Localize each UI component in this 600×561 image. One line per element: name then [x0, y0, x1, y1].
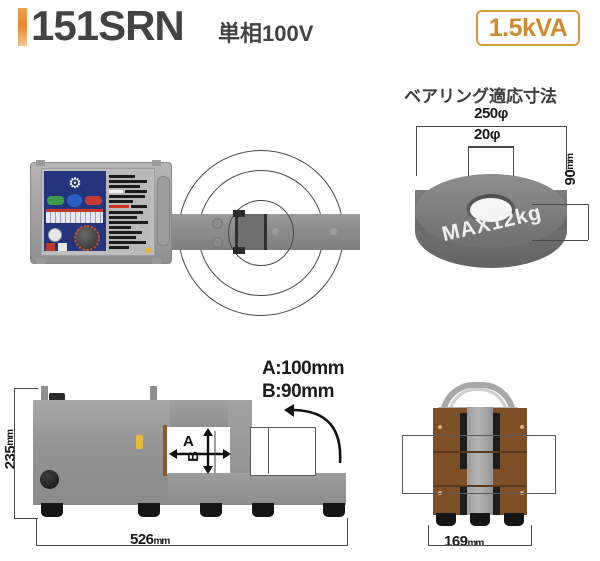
core-shadow-left-lower — [460, 485, 468, 515]
secondary-dial[interactable] — [48, 228, 62, 242]
indicator-red — [46, 243, 55, 251]
dimension-tick — [588, 204, 589, 240]
capacity-badge: 1.5kVA — [476, 10, 580, 46]
phase-label: 単相100V — [218, 21, 314, 46]
control-dial[interactable] — [74, 225, 100, 251]
dimension-line — [416, 126, 566, 127]
opening-a-label: A:100mm — [262, 358, 345, 379]
coil-seam — [433, 485, 527, 487]
work-opening — [167, 427, 230, 474]
opening-b-label: B:90mm — [262, 381, 334, 402]
spec-label-plate — [107, 171, 151, 251]
coil-rivet — [438, 425, 442, 429]
machine-lower-arm — [168, 473, 233, 505]
label-a: A — [183, 433, 194, 450]
rubber-foot — [41, 503, 63, 517]
machine-upper-arm — [170, 400, 230, 427]
workpiece-outline — [250, 427, 316, 476]
side-view-knob — [49, 393, 65, 403]
dimension-line — [428, 545, 532, 546]
bearing-outer-diameter-label: 250φ — [474, 105, 508, 122]
coil-rivet — [520, 425, 524, 429]
dimension-tick — [566, 126, 567, 176]
opening-edge — [163, 425, 167, 476]
front-view-width-label: 169mm — [444, 533, 484, 550]
dimension-leader — [14, 388, 38, 389]
dimension-leader — [532, 204, 588, 205]
front-view-diagram: 169mm — [392, 355, 600, 561]
dimension-leader — [14, 518, 38, 519]
side-view-diagram: A:100mm B:90mm 235mm 526mm — [0, 355, 390, 561]
side-view-height-label: 235mm — [2, 430, 19, 470]
opening-arrows — [169, 428, 231, 474]
rubber-foot — [138, 503, 160, 517]
dimension-tick — [428, 525, 429, 545]
coil-seam — [433, 451, 527, 453]
label-b: B — [185, 451, 202, 462]
bearing-title: ベアリング適応寸法 — [404, 87, 557, 106]
top-view-screw — [212, 237, 223, 248]
top-view-diagram: ⚙ — [0, 62, 380, 316]
carry-slot — [157, 176, 170, 246]
workpiece-divider — [268, 427, 315, 474]
warning-sticker — [145, 248, 152, 253]
indicator-white — [58, 243, 67, 251]
rubber-foot — [504, 513, 524, 526]
housing-tab — [36, 258, 45, 264]
housing-tab — [152, 258, 161, 264]
rotation-arrow-icon — [284, 404, 342, 464]
header: 151SRN 単相100V 1.5kVA — [0, 0, 600, 60]
start-button[interactable] — [47, 196, 64, 205]
top-view-cap-bottom — [233, 247, 245, 254]
dimension-tick — [347, 518, 348, 545]
top-view-hole — [272, 228, 279, 235]
front-view-center-column — [467, 407, 493, 515]
dimension-tick — [468, 146, 469, 200]
accent-bar-icon — [18, 8, 27, 46]
core-shadow-right-lower — [492, 485, 500, 515]
page-title: 151SRN — [31, 2, 185, 49]
dimension-leader — [532, 240, 588, 241]
workpiece-outline — [402, 435, 556, 494]
machine-icon: ⚙ — [68, 175, 82, 192]
dimension-line — [36, 545, 348, 546]
side-view-post — [41, 386, 48, 402]
opening-dimensions: A:100mm B:90mm — [262, 357, 345, 403]
core-shadow-right — [492, 413, 500, 469]
dimension-tick — [36, 518, 37, 545]
housing-tab — [152, 160, 161, 166]
bearing-inner-diameter-label: 20φ — [474, 126, 500, 143]
rubber-foot — [470, 513, 490, 526]
rubber-foot — [200, 503, 222, 517]
bearing-thickness-label: 90mm — [562, 154, 579, 186]
rubber-foot — [323, 503, 345, 517]
core-shadow-left — [460, 413, 468, 469]
rubber-foot — [436, 513, 456, 526]
dimension-tick — [531, 525, 532, 545]
machine-body-side — [33, 400, 173, 505]
mode-button[interactable] — [67, 194, 82, 207]
stop-button[interactable] — [85, 196, 102, 205]
housing-tab — [36, 160, 45, 166]
dimension-tick — [416, 126, 417, 176]
top-view-hole — [330, 228, 337, 235]
side-view-width-label: 526mm — [130, 531, 170, 548]
dimension-tick — [14, 388, 15, 518]
side-view-post — [150, 386, 157, 402]
warning-sticker — [136, 435, 143, 449]
top-view-screw — [212, 218, 223, 229]
top-view-center-block — [235, 214, 267, 250]
machine-base-platform — [228, 473, 346, 505]
top-view-cap-top — [233, 210, 245, 217]
dimension-tick — [513, 146, 514, 200]
bearing-diagram: ベアリング適応寸法 250φ 20φ MAX12kg 90mm — [392, 82, 600, 287]
reel-inner-circle — [228, 200, 294, 266]
bearing-bore-inner — [470, 198, 512, 222]
side-view-port — [40, 470, 59, 489]
dimension-line — [468, 146, 514, 148]
led-indicator-bar — [46, 209, 103, 223]
rubber-foot — [252, 503, 274, 517]
